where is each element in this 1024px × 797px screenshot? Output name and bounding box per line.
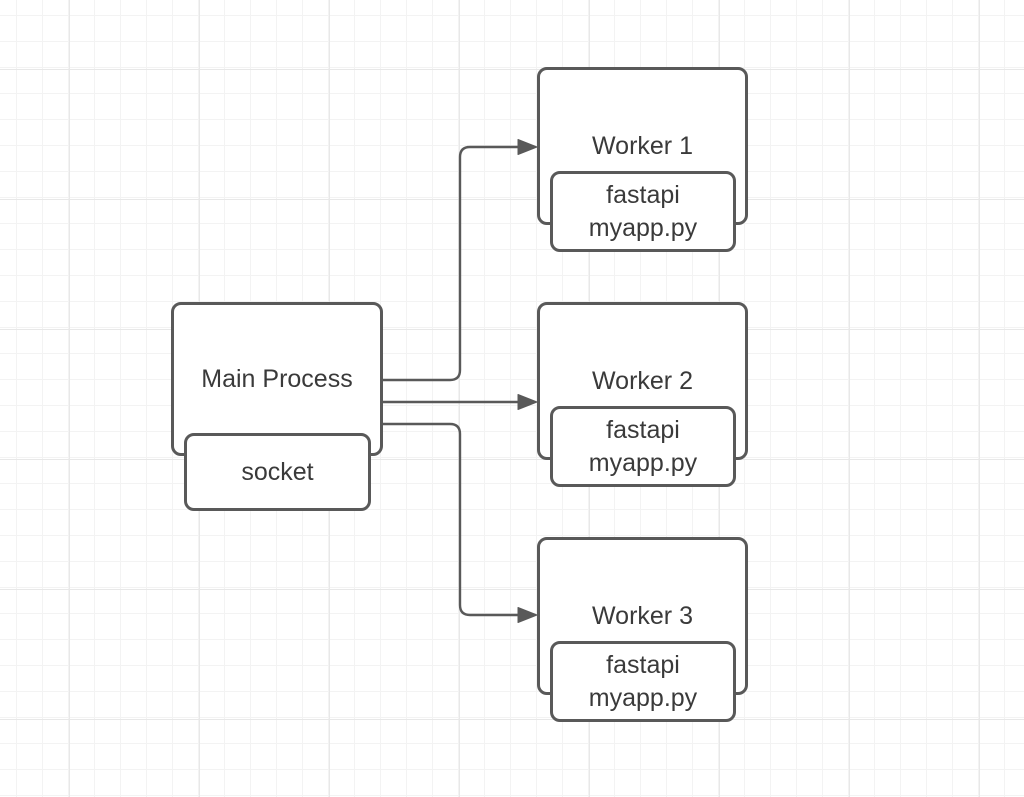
connector-main-to-worker3[interactable] [383,422,538,623]
node-worker-3-fastapi[interactable]: fastapi myapp.py [550,641,736,722]
node-main-process[interactable]: Main Process [171,302,383,456]
node-main-process-label: Main Process [201,364,353,393]
node-worker-3-label: Worker 3 [592,601,693,630]
arrowhead-icon [517,607,538,623]
node-socket-label: socket [241,457,314,486]
node-worker-2-label: Worker 2 [592,366,693,395]
myapp-line: myapp.py [588,683,698,712]
node-worker-1-label: Worker 1 [592,131,693,160]
myapp-line: myapp.py [588,448,698,477]
node-worker-3-fastapi-label: fastapi myapp.py [589,649,697,715]
node-worker-2-fastapi-label: fastapi myapp.py [589,414,697,480]
fastapi-line: fastapi [606,180,680,209]
connector-main-to-worker2[interactable] [383,394,538,410]
myapp-line: myapp.py [588,213,698,242]
node-worker-1-fastapi[interactable]: fastapi myapp.py [550,171,736,252]
fastapi-line: fastapi [606,415,680,444]
node-socket[interactable]: socket [184,433,371,511]
node-worker-1-fastapi-label: fastapi myapp.py [589,179,697,245]
node-worker-2-fastapi[interactable]: fastapi myapp.py [550,406,736,487]
arrowhead-icon [517,139,538,155]
connector-main-to-worker1[interactable] [383,139,538,382]
arrowhead-icon [517,394,538,410]
fastapi-line: fastapi [606,650,680,679]
